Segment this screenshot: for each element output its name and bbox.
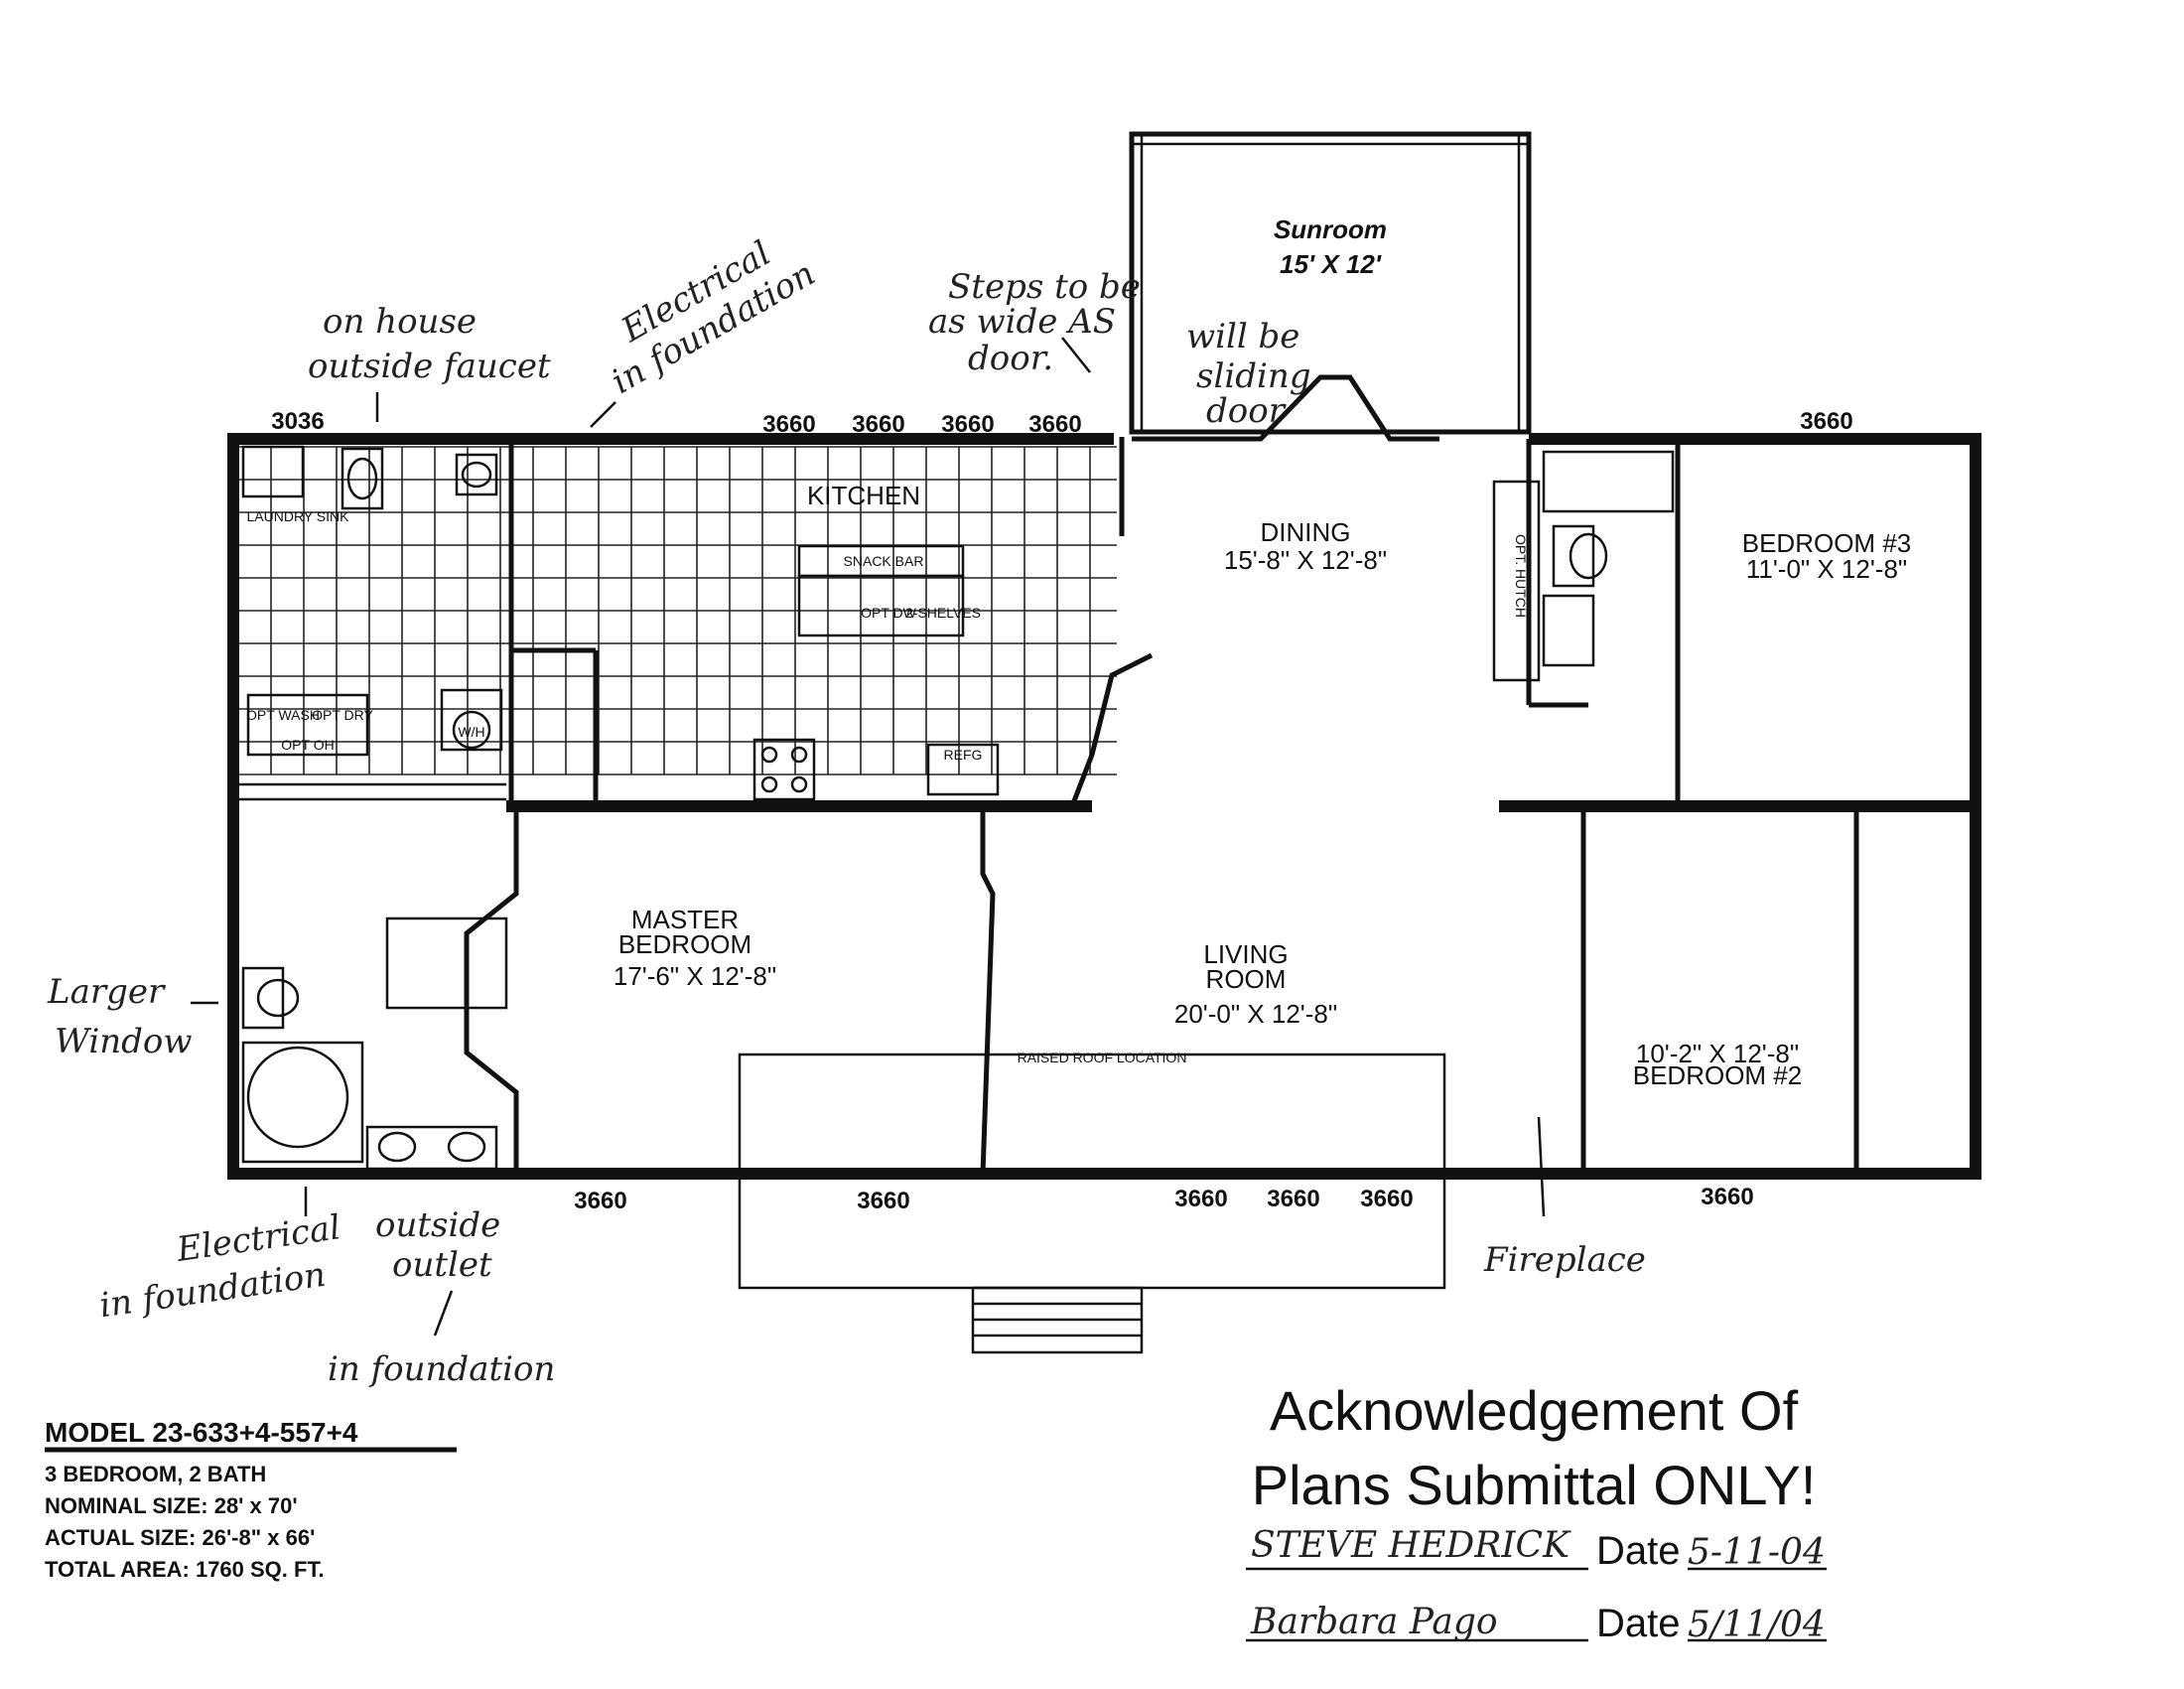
bath-fixtures: OPT. HUTCH: [241, 445, 1675, 1171]
date-value-1: 5-11-04: [1688, 1532, 1826, 1573]
window-code-bottom-2: 3660: [857, 1188, 909, 1214]
note-sliding-3: door: [1206, 391, 1287, 431]
opt-oh-label: OPT OH: [281, 737, 334, 753]
shelves-label: 2-SHELVES: [905, 605, 981, 621]
opt-wash-label: OPT WASH: [246, 707, 320, 723]
note-on-house: on house: [323, 302, 477, 342]
window-code-bottom-3: 3660: [1174, 1186, 1227, 1212]
model-line4: TOTAL AREA: 1760 SQ. FT.: [45, 1557, 325, 1582]
window-code-top-left: 3036: [271, 408, 324, 435]
note-outlet-1: outside: [375, 1205, 500, 1245]
note-sliding-2: sliding: [1196, 356, 1311, 396]
master-line2: BEDROOM: [618, 929, 751, 959]
opt-dw-label: OPT DW: [861, 605, 917, 621]
window-code-top-4: 3660: [1028, 411, 1081, 438]
window-code-top-3: 3660: [941, 411, 994, 438]
note-larger-1: Larger: [47, 972, 166, 1012]
snack-bar-label: SNACK BAR: [844, 553, 924, 569]
note-larger-2: Window: [55, 1022, 192, 1061]
note-outlet-2: outlet: [392, 1245, 492, 1285]
kitchen-fixtures: SNACK BAR REFG W/H OPT WASH OPT DRY OPT …: [246, 508, 1000, 801]
dining-name: DINING: [1261, 517, 1351, 547]
ack-line2: Plans Submittal ONLY!: [1252, 1454, 1817, 1516]
note-steps-2: as wide AS: [928, 302, 1116, 342]
bedroom2-size: 10'-2" X 12'-8": [1636, 1039, 1799, 1068]
sunroom: Sunroom 15' X 12': [1129, 131, 1532, 435]
window-code-top-2: 3660: [852, 411, 904, 438]
model-line2: NOMINAL SIZE: 28' x 70': [45, 1493, 298, 1518]
living-size: 20'-0" X 12'-8": [1174, 999, 1337, 1029]
kitchen-tile-grid: [237, 446, 1117, 775]
master-line1: MASTER: [631, 905, 739, 934]
note-steps-3: door.: [968, 339, 1053, 378]
raised-roof-label: RAISED ROOF LOCATION: [1018, 1050, 1187, 1065]
window-code-bottom-1: 3660: [574, 1188, 626, 1214]
window-code-bottom-4: 3660: [1267, 1186, 1319, 1212]
date-label-2: Date: [1596, 1602, 1681, 1645]
interior-walls: [233, 437, 1976, 1175]
note-electrical-bottom-2: in foundation: [97, 1255, 329, 1327]
note-outside-faucet: outside faucet: [308, 347, 551, 386]
bedroom3-size: 11'-0" X 12'-8": [1746, 554, 1907, 584]
note-fireplace: Fireplace: [1483, 1240, 1646, 1280]
opt-hutch-label: OPT. HUTCH: [1513, 534, 1529, 618]
note-sliding-1: will be: [1186, 317, 1299, 356]
sunroom-size: 15' X 12': [1280, 249, 1382, 279]
opt-dry-label: OPT DRY: [312, 707, 373, 723]
bedroom2-name: BEDROOM #2: [1633, 1060, 1803, 1090]
note-outlet-3: in foundation: [328, 1349, 555, 1389]
signature-2: Barbara Pago: [1250, 1602, 1498, 1642]
date-value-2: 5/11/04: [1688, 1605, 1826, 1645]
refg-label: REFG: [944, 747, 983, 763]
note-steps-1: Steps to be: [948, 267, 1141, 307]
laundry-sink-label: LAUNDRY SINK: [247, 508, 350, 524]
model-title: MODEL 23-633+4-557+4: [45, 1417, 358, 1448]
window-codes: 3036 3660 3660 3660 3660 3660 3660 3660 …: [271, 408, 1852, 1214]
signature-1: STEVE HEDRICK: [1251, 1525, 1571, 1566]
wh-label: W/H: [458, 724, 484, 740]
window-code-bottom-6: 3660: [1701, 1184, 1753, 1210]
date-label-1: Date: [1596, 1529, 1681, 1573]
model-line1: 3 BEDROOM, 2 BATH: [45, 1462, 266, 1486]
bedroom3-name: BEDROOM #3: [1742, 528, 1912, 558]
room-labels: KITCHEN DINING 15'-8" X 12'-8" BEDROOM #…: [614, 481, 1911, 1090]
model-info: MODEL 23-633+4-557+4 3 BEDROOM, 2 BATH N…: [45, 1417, 457, 1582]
master-size: 17'-6" X 12'-8": [614, 961, 776, 991]
living-line1: LIVING: [1203, 939, 1288, 969]
dining-size: 15'-8" X 12'-8": [1224, 545, 1387, 575]
window-code-top-right: 3660: [1800, 408, 1852, 435]
kitchen-label: KITCHEN: [807, 481, 920, 510]
model-line3: ACTUAL SIZE: 26'-8" x 66': [45, 1525, 315, 1550]
window-code-top-1: 3660: [762, 411, 815, 438]
window-code-bottom-5: 3660: [1360, 1186, 1413, 1212]
acknowledgement-stamp: Acknowledgement Of Plans Submittal ONLY!…: [1246, 1379, 1827, 1645]
ack-line1: Acknowledgement Of: [1270, 1379, 1799, 1442]
living-line2: ROOM: [1206, 964, 1287, 994]
front-porch: RAISED ROOF LOCATION: [738, 1050, 1446, 1354]
sunroom-name: Sunroom: [1274, 214, 1387, 244]
